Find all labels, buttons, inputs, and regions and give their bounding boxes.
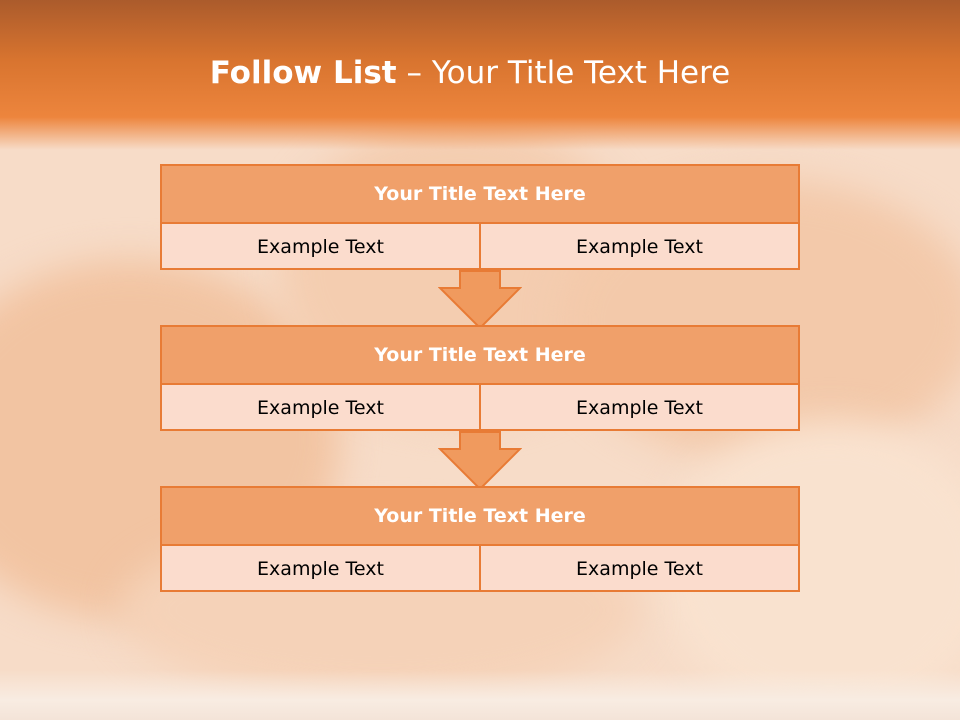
- step-cell-right: Example Text: [479, 385, 798, 431]
- title-rest: – Your Title Text Here: [406, 55, 731, 91]
- step-cell-left: Example Text: [257, 397, 384, 419]
- step-title: Your Title Text Here: [162, 327, 798, 385]
- step-title: Your Title Text Here: [162, 166, 798, 224]
- step-cell-left: Example Text: [257, 558, 384, 580]
- down-arrow-icon: [438, 431, 522, 491]
- header-band: [0, 0, 960, 150]
- step-cell-left: Example Text: [257, 236, 384, 258]
- step-title: Your Title Text Here: [162, 488, 798, 546]
- title-bold: Follow List: [209, 55, 397, 91]
- step-cell-right: Example Text: [479, 546, 798, 592]
- step-table-1: Your Title Text Here Example Text Exampl…: [160, 164, 800, 270]
- step-row: Example Text Example Text: [162, 546, 798, 592]
- step-cell-right: Example Text: [479, 224, 798, 270]
- step-table-2: Your Title Text Here Example Text Exampl…: [160, 325, 800, 431]
- background-towel: [0, 670, 960, 720]
- down-arrow-icon: [438, 270, 522, 330]
- step-row: Example Text Example Text: [162, 224, 798, 270]
- slide-title: Follow List – Your Title Text Here: [0, 55, 940, 91]
- step-row: Example Text Example Text: [162, 385, 798, 431]
- step-table-3: Your Title Text Here Example Text Exampl…: [160, 486, 800, 592]
